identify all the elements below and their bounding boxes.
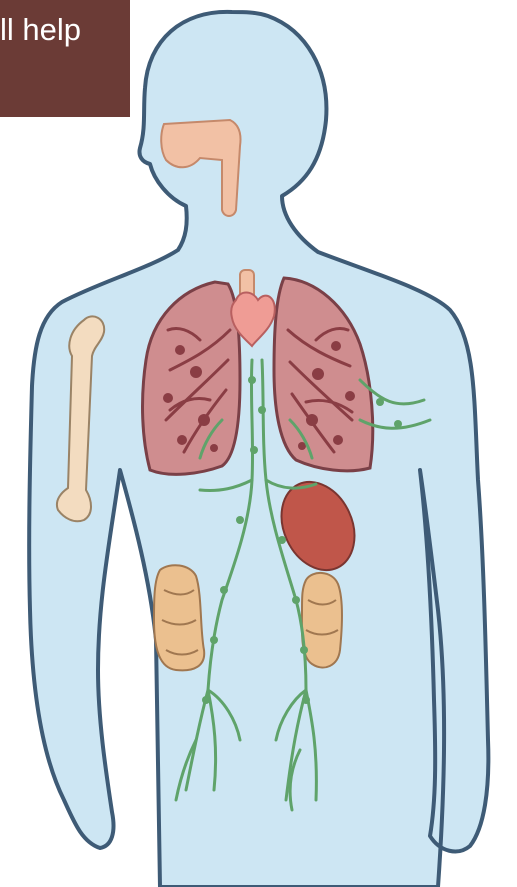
kidney-right	[302, 573, 342, 668]
caption-overlay: ll help	[0, 0, 130, 117]
body-silhouette	[29, 12, 488, 887]
caption-text: ll help	[0, 12, 81, 48]
